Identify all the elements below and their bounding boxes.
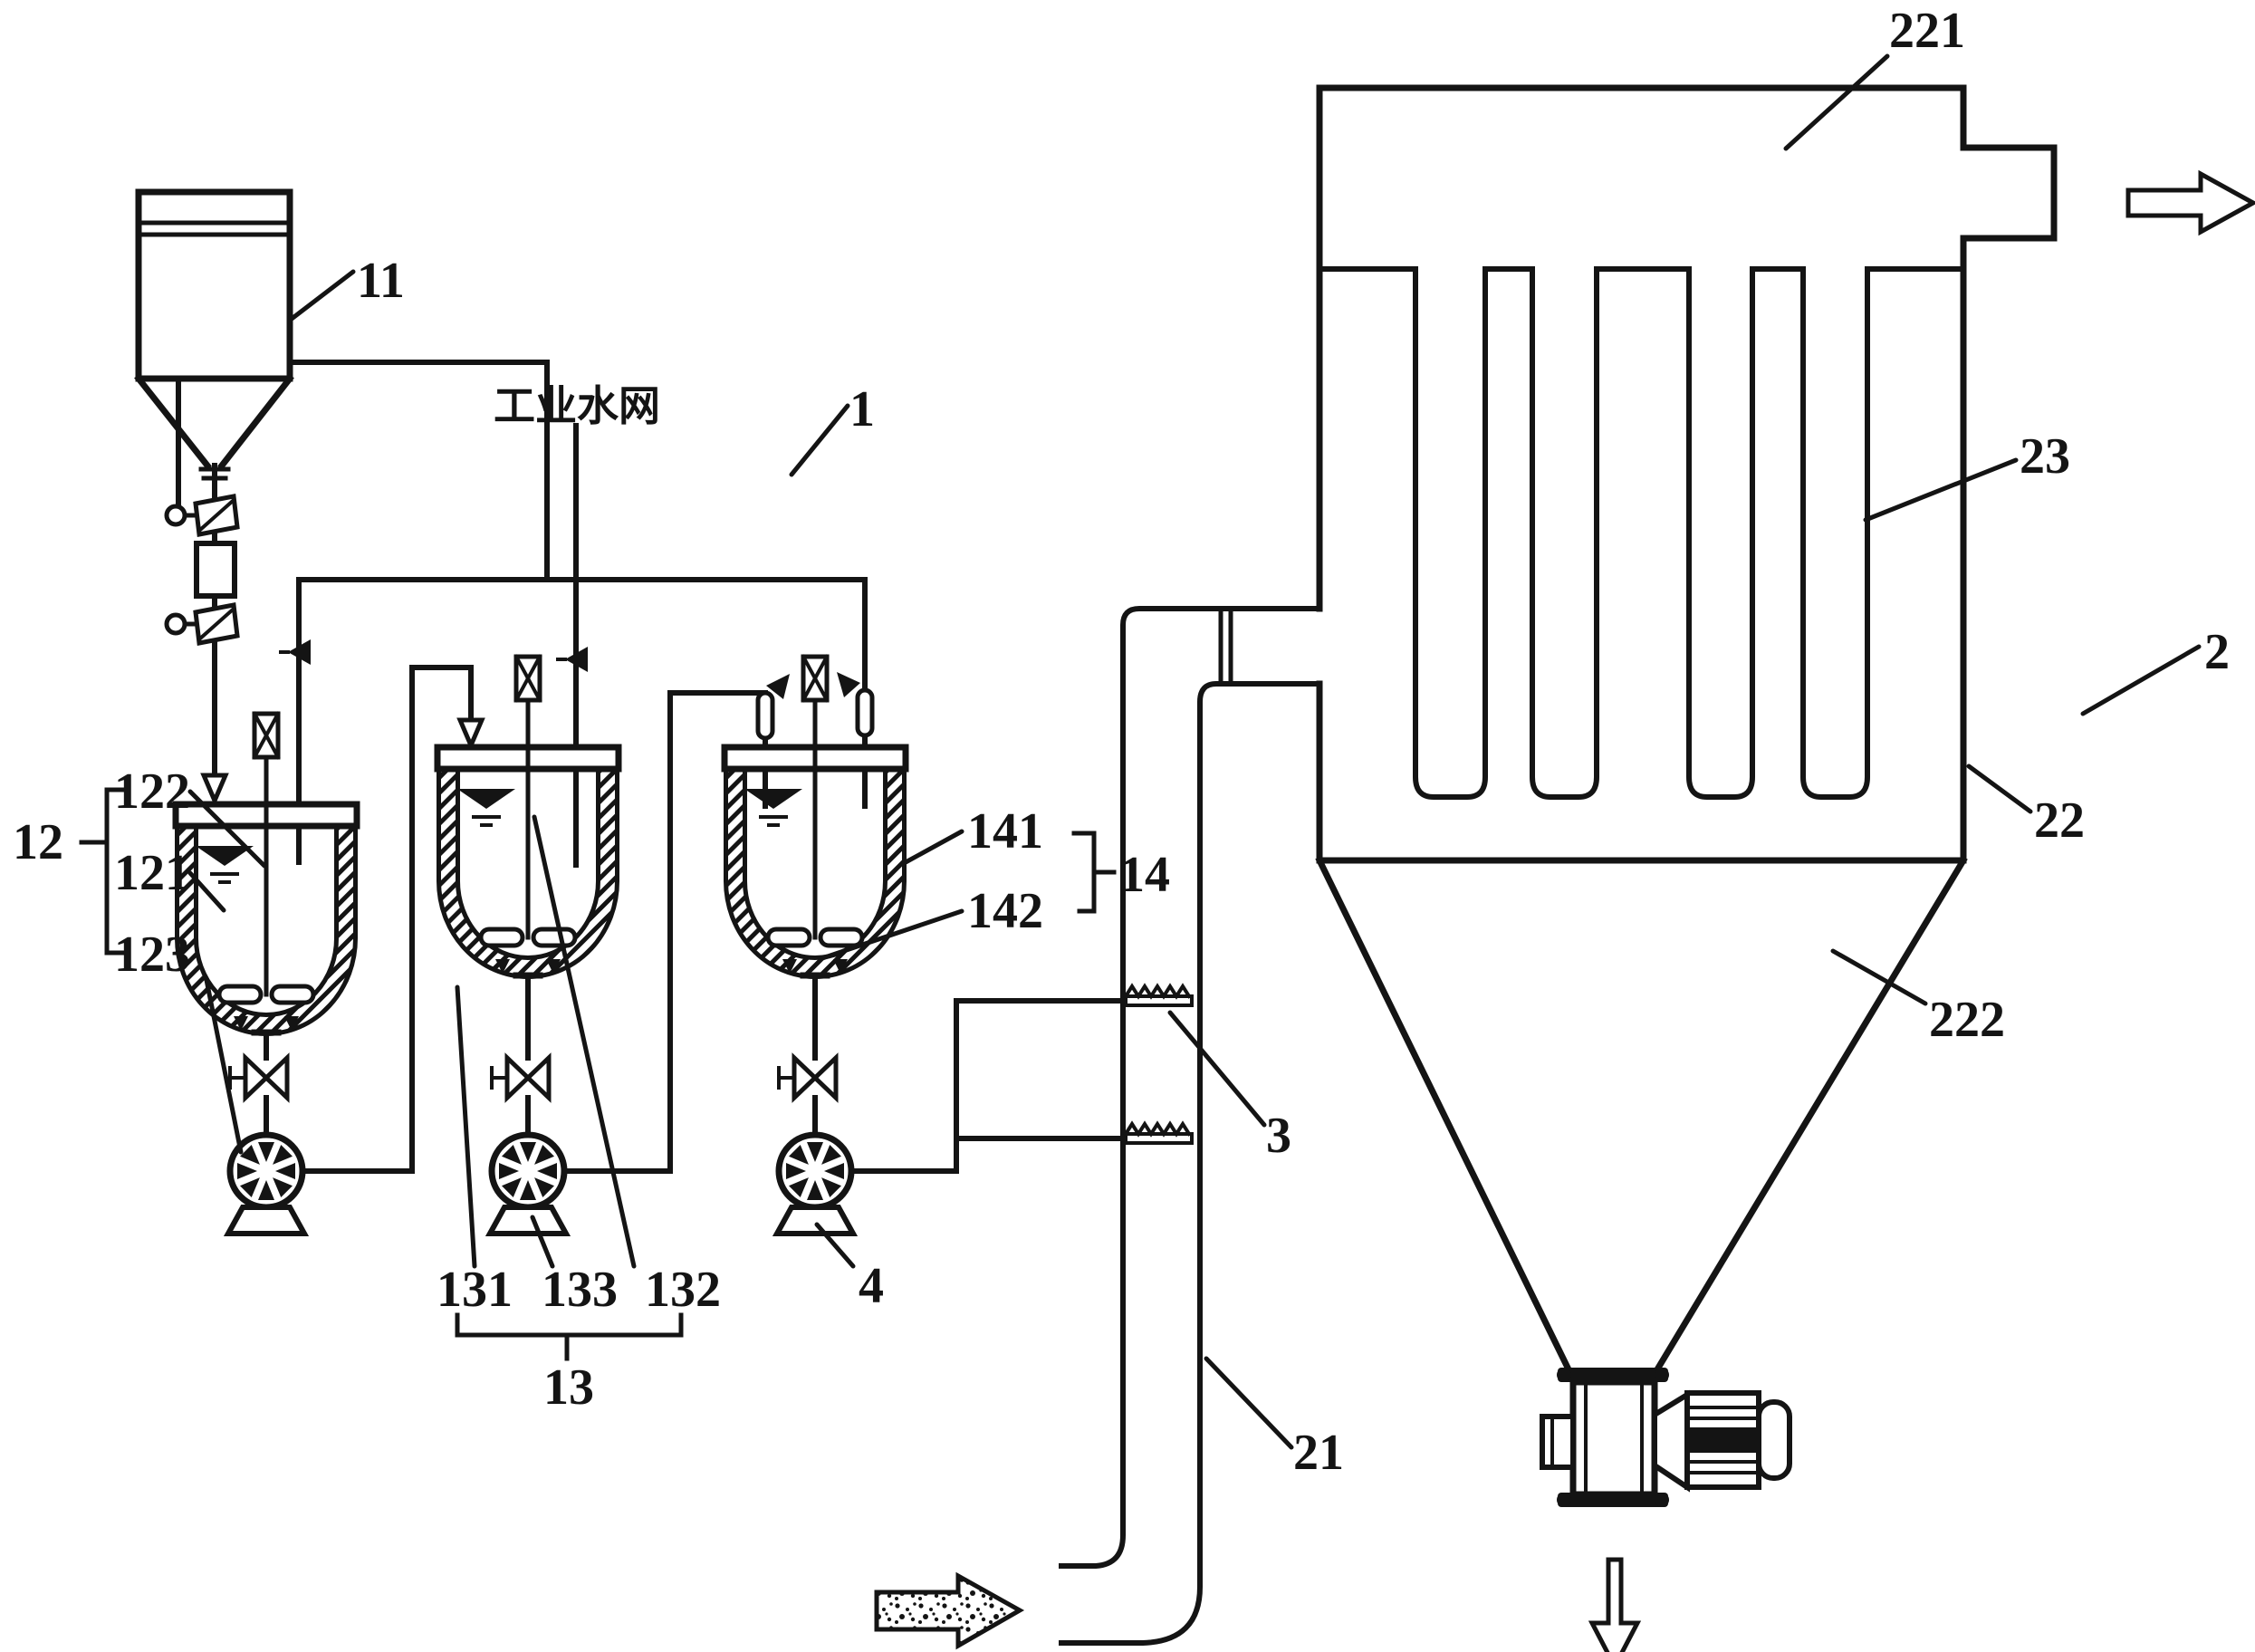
angle-valve-tank3-right bbox=[837, 672, 875, 738]
filter-bag-4 bbox=[1800, 266, 1870, 800]
label-housing: 22 bbox=[2034, 792, 2085, 849]
powder-silo bbox=[134, 188, 294, 807]
silo-vent-line bbox=[176, 360, 550, 582]
label-riser-duct: 21 bbox=[1293, 1425, 1344, 1481]
angle-valve-tank3-left bbox=[755, 674, 790, 741]
baghouse bbox=[1315, 84, 2255, 1652]
mixing-tank-1 bbox=[176, 714, 357, 1032]
label-tank1-group: 12 bbox=[13, 814, 63, 870]
label-hopper: 222 bbox=[1929, 992, 2005, 1048]
label-tank2-body: 131 bbox=[437, 1262, 513, 1318]
pump-unit-3 bbox=[777, 1058, 853, 1234]
mixing-tank-2 bbox=[437, 657, 619, 975]
pump-unit-2 bbox=[490, 1058, 566, 1234]
label-silo: 11 bbox=[357, 253, 405, 309]
piping bbox=[176, 360, 1126, 1174]
label-tank3-agitator: 142 bbox=[967, 883, 1043, 939]
riser-duct bbox=[874, 606, 1322, 1650]
dust-discharge-arrow bbox=[1588, 1557, 1642, 1652]
spray-nozzle-lower bbox=[1124, 1122, 1194, 1145]
label-clean-plenum: 221 bbox=[1889, 3, 1965, 59]
labels: 11 1 工业水网 12 122 121 123 131 133 132 13 … bbox=[13, 3, 2230, 1481]
label-tank2-agitator: 132 bbox=[645, 1262, 721, 1318]
label-spray-nozzle: 3 bbox=[1266, 1108, 1291, 1164]
label-tank1-lid: 122 bbox=[114, 764, 190, 820]
label-tank2-pump: 133 bbox=[542, 1262, 618, 1318]
gas-inlet-arrow bbox=[874, 1571, 1025, 1650]
leader-lines bbox=[187, 53, 2202, 1450]
valve-main-tank2 bbox=[565, 647, 588, 672]
gas-outlet-arrow bbox=[2125, 169, 2255, 236]
duct-flange bbox=[1218, 606, 1233, 687]
label-tank1-pump: 123 bbox=[114, 927, 190, 983]
filter-bag-2 bbox=[1530, 266, 1599, 800]
filter-bag-1 bbox=[1413, 266, 1488, 800]
silo-valve-upper bbox=[164, 494, 240, 537]
silo-cone bbox=[134, 374, 294, 470]
label-system: 1 bbox=[849, 381, 875, 437]
feed-arrow-tank2 bbox=[456, 717, 485, 752]
spray-nozzle-upper bbox=[1124, 984, 1194, 1007]
filter-bag-3 bbox=[1686, 266, 1755, 800]
silo-feeder bbox=[194, 541, 237, 599]
pump1-discharge bbox=[300, 665, 474, 1174]
label-tank3-group: 14 bbox=[1119, 847, 1170, 903]
duct-inner-wall bbox=[1059, 606, 1322, 1569]
hopper-walls bbox=[1315, 856, 1968, 1374]
label-tank1-body: 121 bbox=[114, 845, 190, 901]
silo-valve-lower bbox=[164, 602, 240, 646]
label-tank2-group: 13 bbox=[543, 1359, 594, 1416]
label-water-network: 工业水网 bbox=[494, 383, 660, 429]
pump3-discharge bbox=[849, 998, 1126, 1174]
label-collector: 2 bbox=[2204, 624, 2230, 680]
feed-arrow-tank1 bbox=[200, 773, 229, 807]
duct-outer-wall bbox=[1059, 681, 1322, 1646]
rotary-valve bbox=[1540, 1368, 1792, 1507]
label-brackets bbox=[79, 787, 1117, 1361]
label-filter-bag: 23 bbox=[2020, 428, 2070, 485]
motor-coupling bbox=[1652, 1389, 1690, 1493]
label-pump3: 4 bbox=[859, 1258, 884, 1314]
label-tank3-body: 141 bbox=[967, 803, 1043, 860]
water-valves bbox=[279, 639, 875, 752]
valve-branch-tank1 bbox=[288, 639, 311, 665]
mixing-tank-3 bbox=[724, 657, 906, 975]
